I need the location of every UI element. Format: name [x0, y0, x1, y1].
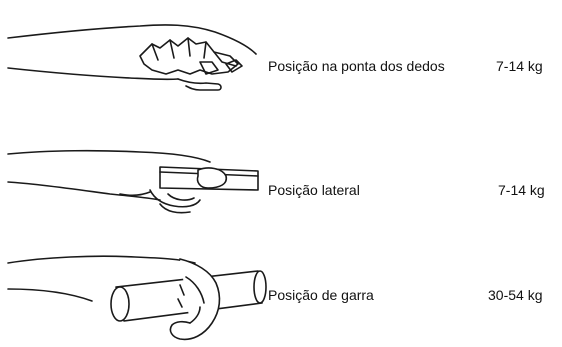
grip-row-claw: Posição de garra 30-54 kg: [0, 237, 562, 347]
grip-value-fingertip: 7-14 kg: [496, 58, 543, 74]
fingertip-pinch-hand-icon: [7, 24, 257, 91]
grip-value-claw: 30-54 kg: [488, 287, 543, 303]
cylindrical-grip-hand-icon: [7, 255, 267, 341]
grip-value-lateral: 7-14 kg: [498, 182, 545, 198]
grip-label-lateral: Posição lateral: [268, 182, 360, 198]
grip-label-fingertip: Posição na ponta dos dedos: [268, 58, 445, 74]
grip-row-fingertip: Posição na ponta dos dedos 7-14 kg: [0, 0, 562, 110]
grip-row-lateral: Posição lateral 7-14 kg: [0, 120, 562, 230]
grip-label-claw: Posição de garra: [268, 287, 374, 303]
lateral-pinch-hand-icon: [7, 149, 259, 214]
